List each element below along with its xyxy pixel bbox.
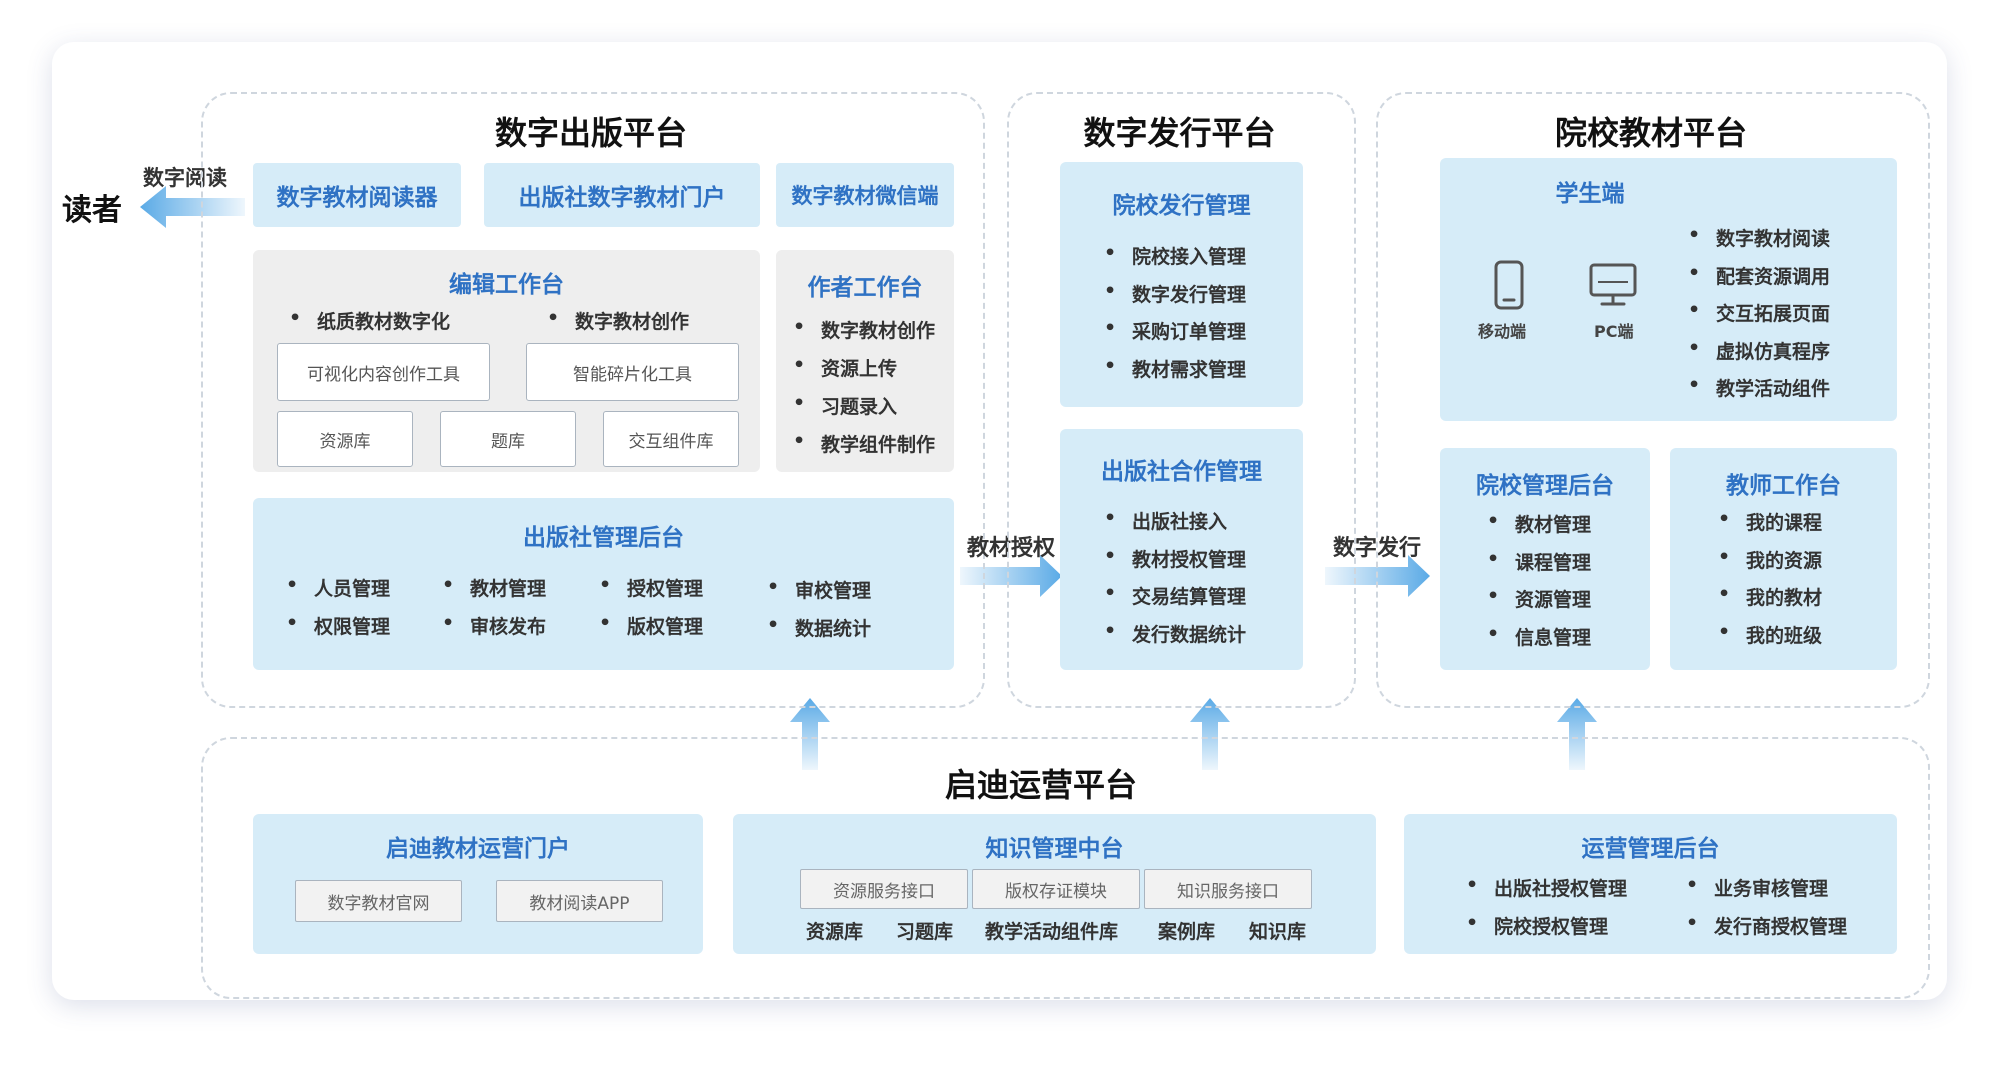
- mobile-label: 移动端: [1478, 322, 1527, 341]
- pc-label: PC端: [1594, 322, 1634, 341]
- editor-bullet-digitize: 纸质教材数字化: [289, 307, 450, 334]
- teacher-item-1: 我的课程: [1718, 508, 1822, 535]
- authorize-arrow: [960, 555, 1062, 597]
- kb-lib-cases: 案例库: [1158, 921, 1216, 943]
- reader-label: 读者: [62, 193, 122, 228]
- ops-platform-title: 启迪运营平台: [944, 766, 1137, 804]
- reader-arrow: [140, 186, 245, 228]
- desktop-pc-icon: [1589, 263, 1637, 306]
- kb-lib-knowledge: 知识库: [1249, 921, 1307, 943]
- pub-coop-item-1: 出版社接入: [1104, 507, 1227, 534]
- pub-admin-license: 授权管理: [599, 574, 703, 601]
- ops-admin-item-3: 院校授权管理: [1466, 912, 1608, 939]
- tag-wechat: 数字教材微信端: [776, 163, 954, 227]
- author-item-4: 教学组件制作: [793, 430, 935, 457]
- lib-interactive: 交互组件库: [603, 411, 739, 467]
- module-copyright: 版权存证模块: [972, 869, 1140, 909]
- tool-fragmentation: 智能碎片化工具: [526, 343, 739, 401]
- school-distribution-title: 院校发行管理: [1112, 193, 1251, 219]
- kb-lib-resources: 资源库: [806, 921, 864, 943]
- pub-admin-proof: 审校管理: [767, 576, 871, 603]
- pub-admin-permission: 权限管理: [286, 612, 390, 639]
- student-item-4: 虚拟仿真程序: [1688, 337, 1830, 364]
- knowledge-hub-title: 知识管理中台: [985, 836, 1124, 862]
- school-dist-item-2: 数字发行管理: [1104, 280, 1246, 307]
- up-arrow-2: [1190, 698, 1230, 770]
- teacher-item-4: 我的班级: [1718, 621, 1822, 648]
- tool-visual-editor: 可视化内容创作工具: [277, 343, 490, 401]
- school-admin-title: 院校管理后台: [1476, 473, 1614, 499]
- school-dist-item-4: 教材需求管理: [1104, 355, 1246, 382]
- school-dist-item-3: 采购订单管理: [1104, 317, 1246, 344]
- publisher-cooperation-title: 出版社合作管理: [1101, 459, 1262, 485]
- school-dist-item-1: 院校接入管理: [1104, 242, 1246, 269]
- school-admin-item-4: 信息管理: [1487, 623, 1591, 650]
- pub-coop-item-4: 发行数据统计: [1104, 620, 1246, 647]
- teacher-workbench-title: 教师工作台: [1726, 473, 1841, 499]
- school-admin-item-1: 教材管理: [1487, 510, 1591, 537]
- mobile-phone-icon: [1494, 260, 1524, 310]
- ops-portal-title: 启迪教材运营门户: [386, 836, 570, 862]
- school-admin-item-3: 资源管理: [1487, 585, 1591, 612]
- student-item-2: 配套资源调用: [1688, 262, 1830, 289]
- ops-admin-title: 运营管理后台: [1581, 836, 1720, 862]
- publisher-admin-title: 出版社管理后台: [523, 525, 684, 551]
- module-resource-api: 资源服务接口: [800, 869, 968, 909]
- distribution-platform-panel: [1007, 92, 1356, 708]
- lib-resources: 资源库: [277, 411, 413, 467]
- publishing-platform-title: 数字出版平台: [494, 114, 687, 152]
- module-knowledge-api: 知识服务接口: [1144, 869, 1312, 909]
- pub-admin-staff: 人员管理: [286, 574, 390, 601]
- kb-lib-exercises: 习题库: [896, 921, 954, 943]
- ops-admin-item-4: 发行商授权管理: [1686, 912, 1847, 939]
- author-item-3: 习题录入: [793, 392, 897, 419]
- editor-workbench-title: 编辑工作台: [449, 272, 564, 298]
- ops-admin-item-1: 出版社授权管理: [1466, 874, 1627, 901]
- teacher-item-2: 我的资源: [1718, 546, 1822, 573]
- teacher-item-3: 我的教材: [1718, 583, 1822, 610]
- up-arrow-1: [790, 698, 830, 770]
- student-client-title: 学生端: [1555, 181, 1625, 207]
- editor-bullet-create: 数字教材创作: [547, 307, 689, 334]
- tag-publisher-portal: 出版社数字教材门户: [484, 163, 760, 227]
- pub-admin-review: 审核发布: [442, 612, 546, 639]
- tag-reader-app: 数字教材阅读器: [253, 163, 461, 227]
- up-arrow-3: [1557, 698, 1597, 770]
- school-admin-item-2: 课程管理: [1487, 548, 1591, 575]
- pub-coop-item-3: 交易结算管理: [1104, 582, 1246, 609]
- author-item-1: 数字教材创作: [793, 316, 935, 343]
- publishing-platform-panel: [201, 92, 985, 708]
- author-workbench-title: 作者工作台: [807, 275, 923, 301]
- reader-arrow-label: 数字阅读: [143, 166, 227, 190]
- campus-platform-title: 院校教材平台: [1554, 114, 1747, 152]
- student-item-5: 教学活动组件: [1688, 374, 1830, 401]
- campus-platform-panel: [1376, 92, 1930, 708]
- ops-platform-panel: [201, 737, 1930, 999]
- student-item-1: 数字教材阅读: [1688, 224, 1830, 251]
- kb-lib-activities: 教学活动组件库: [985, 921, 1119, 943]
- lib-questions: 题库: [440, 411, 576, 467]
- author-item-2: 资源上传: [793, 354, 897, 381]
- distribution-platform-title: 数字发行平台: [1083, 114, 1276, 152]
- ops-admin-item-2: 业务审核管理: [1686, 874, 1828, 901]
- pub-coop-item-2: 教材授权管理: [1104, 545, 1246, 572]
- pub-admin-stats: 数据统计: [767, 614, 871, 641]
- pub-admin-textbook: 教材管理: [442, 574, 546, 601]
- ops-official-site: 数字教材官网: [295, 880, 462, 922]
- ops-reader-app: 教材阅读APP: [496, 880, 663, 922]
- flow-authorize-label: 教材授权: [967, 536, 1056, 561]
- student-item-3: 交互拓展页面: [1688, 299, 1830, 326]
- pub-admin-copyright: 版权管理: [599, 612, 703, 639]
